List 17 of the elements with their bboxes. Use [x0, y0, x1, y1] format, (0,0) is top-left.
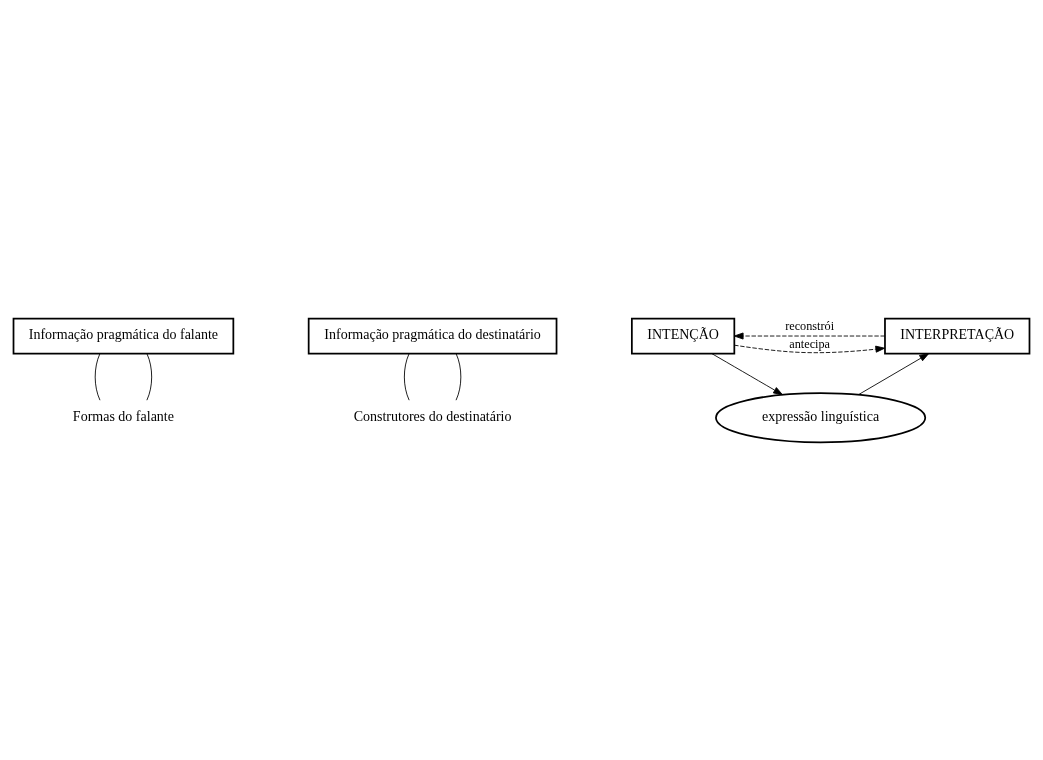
node-box: INTENÇÃO: [631, 317, 736, 354]
arrow: [858, 352, 930, 395]
node-box: Informação pragmática do destinatário: [307, 317, 558, 354]
connector: [455, 352, 462, 401]
node-ellipse: expressão linguística: [715, 391, 927, 443]
edge-label: reconstrói: [785, 318, 835, 333]
arrow: [711, 352, 783, 395]
node-box: INTERPRETAÇÃO: [884, 317, 1031, 354]
node-text: Construtores do destinatário: [353, 408, 512, 424]
connector: [94, 352, 101, 401]
node-text: Formas do falante: [72, 408, 174, 424]
arrow: [733, 344, 886, 353]
arrow: [733, 332, 886, 340]
node-box: Informação pragmática do falante: [12, 317, 235, 354]
connector: [146, 352, 153, 401]
connector: [403, 352, 410, 401]
edge-label: antecipa: [789, 336, 831, 351]
